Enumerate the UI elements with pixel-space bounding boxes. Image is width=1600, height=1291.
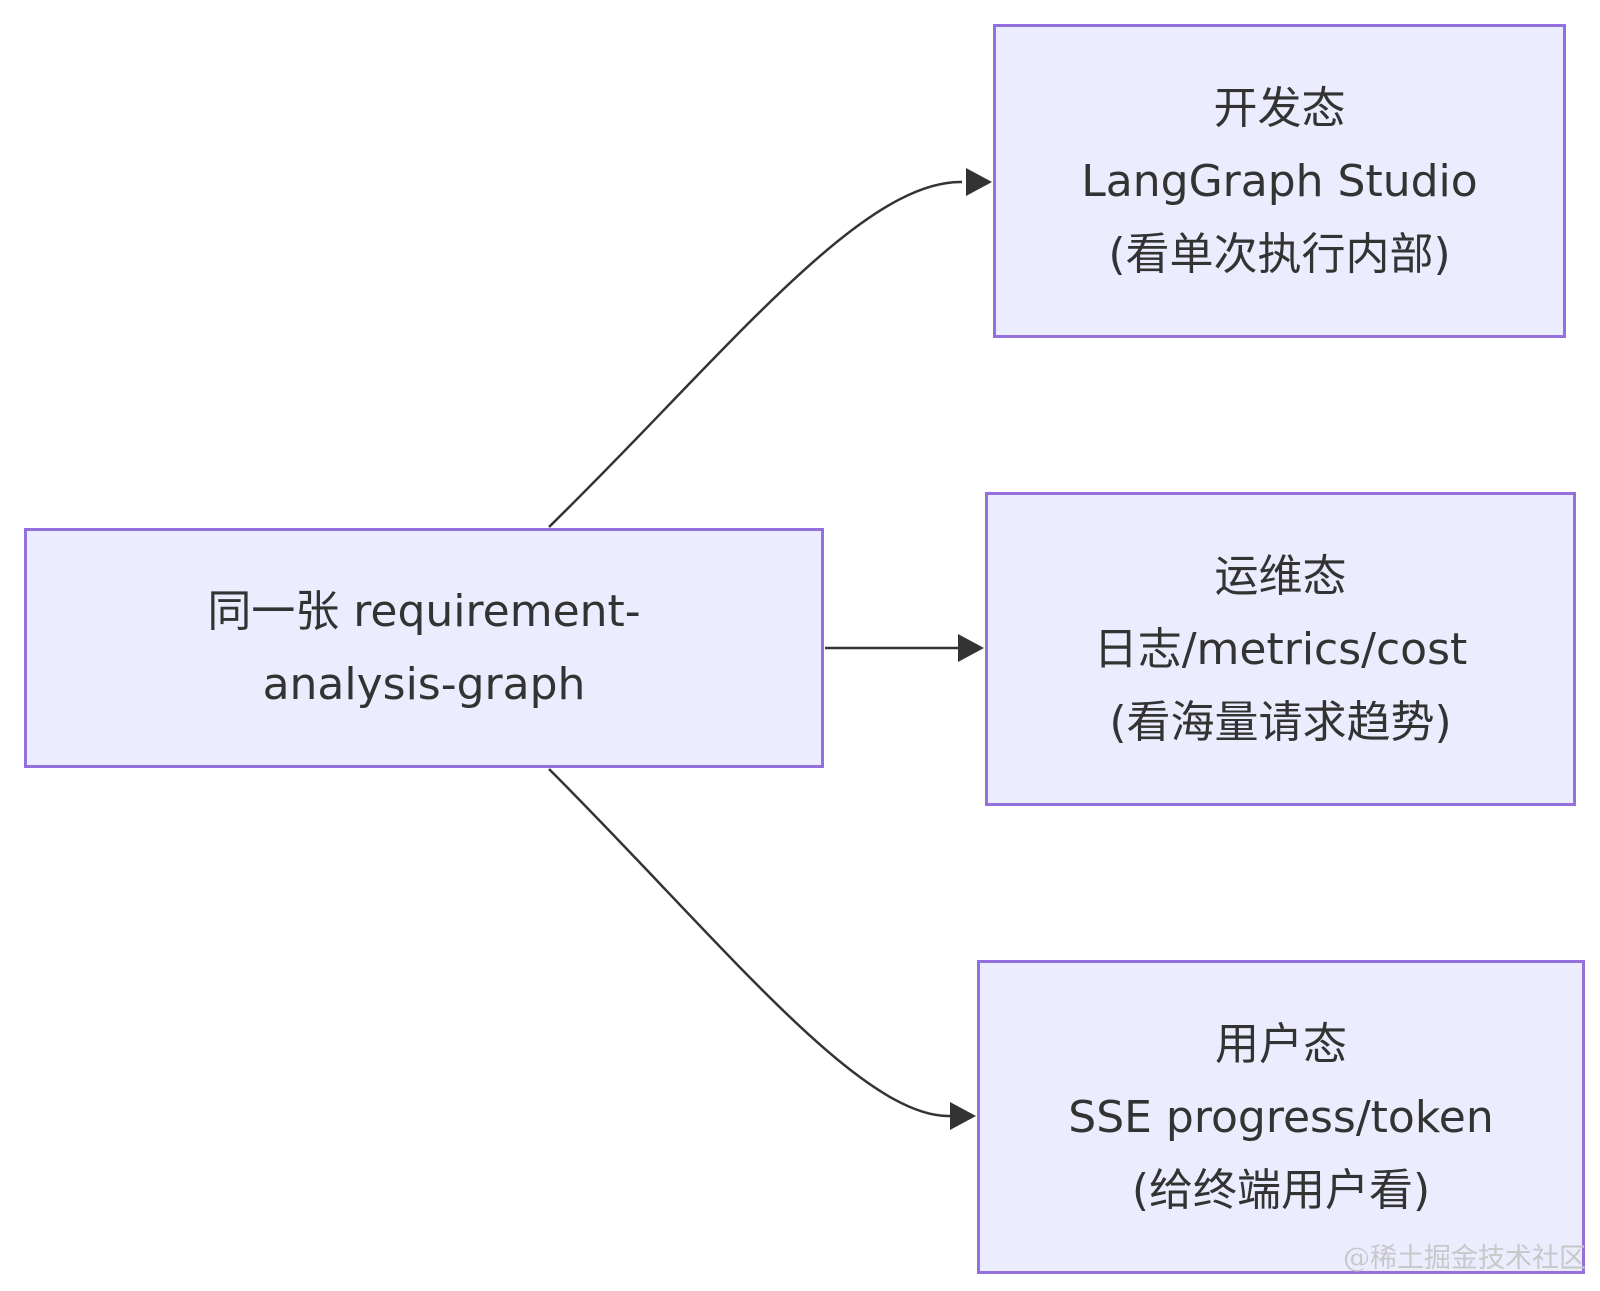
edge-source-to-dev [548,180,963,528]
node-ops-line-3: (看海量请求趋势) [1109,696,1452,748]
node-requirement-analysis-graph: 同一张 requirement- analysis-graph [24,528,824,768]
arrowhead-ops [958,634,984,662]
node-user-state: 用户态 SSE progress/token (给终端用户看) [977,960,1585,1274]
node-user-line-1: 用户态 [1215,1018,1347,1070]
node-ops-line-2: 日志/metrics/cost [1093,623,1468,675]
node-user-line-3: (给终端用户看) [1131,1164,1431,1216]
edge-source-to-user [548,768,951,1118]
node-source-line-2: analysis-graph [262,659,586,710]
node-dev-line-1: 开发态 [1213,82,1346,134]
node-dev-line-3: (看单次执行内部) [1108,228,1451,280]
watermark: @稀土掘金技术社区 [1343,1243,1586,1274]
node-ops-state: 运维态 日志/metrics/cost (看海量请求趋势) [985,492,1576,806]
node-dev-line-2: LangGraph Studio [1081,155,1478,207]
arrowhead-dev [966,168,992,196]
node-ops-line-1: 运维态 [1214,550,1347,602]
node-user-line-2: SSE progress/token [1068,1091,1494,1143]
arrowhead-user [950,1102,976,1130]
node-source-line-1: 同一张 requirement- [207,586,641,637]
node-dev-state: 开发态 LangGraph Studio (看单次执行内部) [993,24,1566,338]
